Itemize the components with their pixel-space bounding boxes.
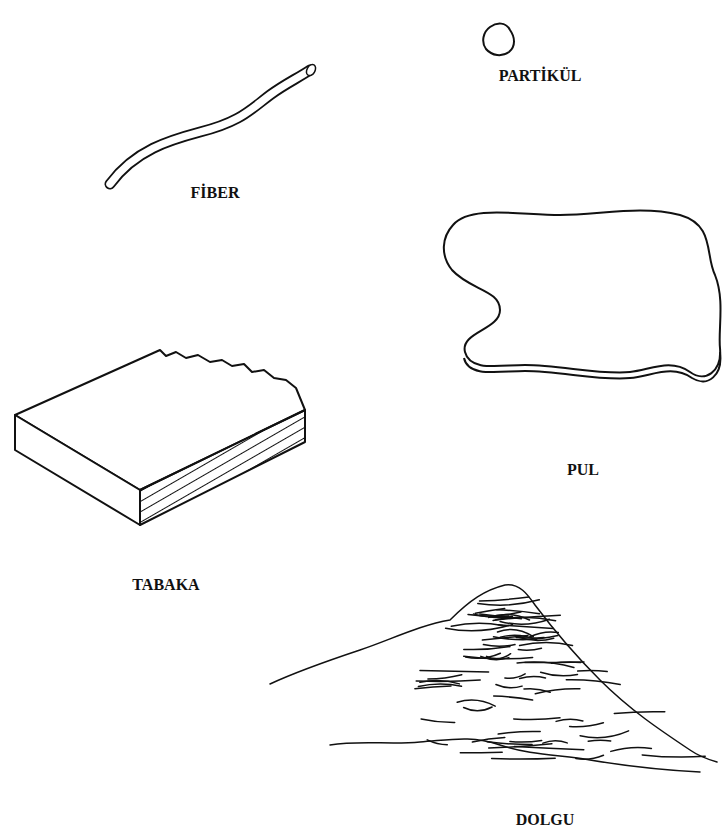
filler-strand [464, 707, 493, 711]
filler-strand [494, 636, 558, 640]
filler-strand [428, 675, 462, 679]
filler-strand [520, 643, 573, 646]
filler-strand [464, 656, 533, 659]
filler-strand [418, 684, 461, 687]
filler-strand [472, 738, 504, 743]
filler-strand [580, 731, 629, 738]
filler-strand [500, 619, 549, 624]
filler-strand [478, 600, 540, 605]
filler-strand [614, 712, 665, 714]
particle-figure [483, 24, 514, 56]
filler-strand [588, 739, 611, 741]
filler-strand [457, 700, 495, 706]
filler-strand [498, 625, 553, 629]
fiber-figure [110, 63, 317, 184]
filler-strand [498, 731, 540, 734]
filler-strand [552, 662, 581, 663]
fiber-label: FİBER [191, 184, 240, 202]
filler-strand [541, 672, 578, 676]
filler-strand [570, 723, 604, 727]
filler-strand [578, 670, 608, 672]
filler-strand [556, 719, 583, 721]
filler-strand [611, 748, 652, 752]
filler-strand [510, 741, 542, 743]
filler-strand [420, 670, 489, 672]
filler-strand [464, 647, 510, 650]
filler-strand [566, 680, 620, 685]
particle-label: PARTİKÜL [499, 67, 582, 85]
filler-strand [489, 744, 552, 748]
filler-strand [496, 685, 522, 688]
filler-strand [543, 741, 567, 743]
flake-label: PUL [567, 461, 599, 479]
filler-strand [505, 674, 525, 678]
sheet-figure [15, 350, 305, 525]
filler-strand [480, 597, 529, 601]
filler-strand [421, 719, 455, 723]
filler-strand [494, 696, 533, 700]
sheet-label: TABAKA [132, 576, 199, 594]
filler-strand [451, 623, 502, 626]
filler-strand [487, 742, 532, 745]
filler-strand [576, 755, 604, 759]
filler-strand [642, 755, 705, 757]
filler-strand [480, 614, 522, 619]
filler-strand [518, 648, 541, 650]
flake-figure [444, 211, 721, 382]
filler-strand [514, 718, 560, 720]
filler-strand [492, 757, 556, 759]
filler-strand [525, 661, 584, 663]
filler-pile-figure [270, 585, 717, 772]
filler-strand [535, 689, 580, 694]
filler-strand [460, 751, 502, 753]
filler-label: DOLGU [516, 811, 575, 829]
filler-strand [520, 677, 546, 679]
filler-strand [427, 740, 447, 745]
